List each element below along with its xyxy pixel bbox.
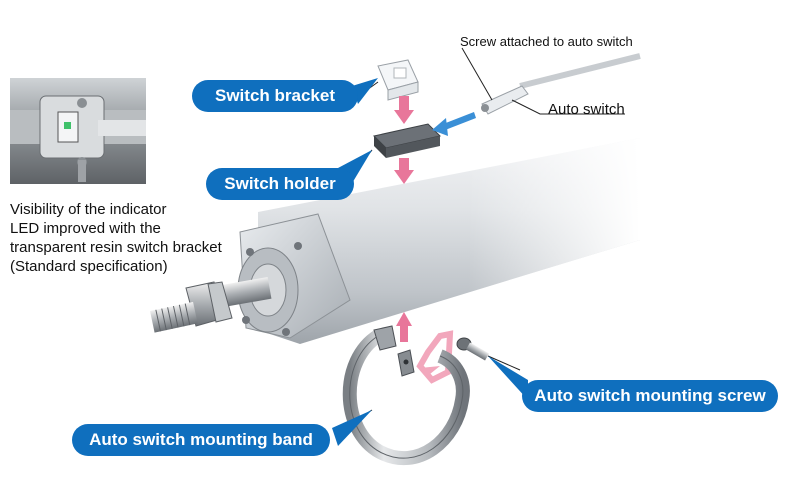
label-pointers xyxy=(332,78,528,446)
cylinder-end-cover xyxy=(237,213,351,339)
piston-rod xyxy=(150,276,272,333)
mounting-screw-part xyxy=(456,337,490,361)
auto-switch-part xyxy=(481,53,641,115)
assembly-arrows xyxy=(394,96,440,374)
note-line-1: Visibility of the indicator xyxy=(10,201,167,218)
cylinder-tube xyxy=(258,138,640,344)
switch-bracket-part xyxy=(377,59,419,101)
switch-bracket-label: Switch bracket xyxy=(192,80,358,112)
note-line-4: (Standard specification) xyxy=(10,258,168,275)
band-holder-part xyxy=(397,330,454,384)
auto-switch-mounting-band-label: Auto switch mounting band xyxy=(72,424,330,456)
mounting-band-part xyxy=(342,325,470,465)
visibility-note: Visibility of the indicator LED improved… xyxy=(10,200,250,276)
inset-photo xyxy=(10,78,146,184)
auto-switch-label: Auto switch xyxy=(548,101,625,118)
insert-arrow xyxy=(432,112,476,136)
switch-holder-part xyxy=(373,123,441,158)
note-line-3: transparent resin switch bracket xyxy=(10,239,222,256)
screw-attached-label: Screw attached to auto switch xyxy=(460,34,633,49)
switch-holder-label: Switch holder xyxy=(206,168,354,200)
auto-switch-mounting-screw-label: Auto switch mounting screw xyxy=(522,380,778,412)
note-line-2: LED improved with the xyxy=(10,220,161,237)
